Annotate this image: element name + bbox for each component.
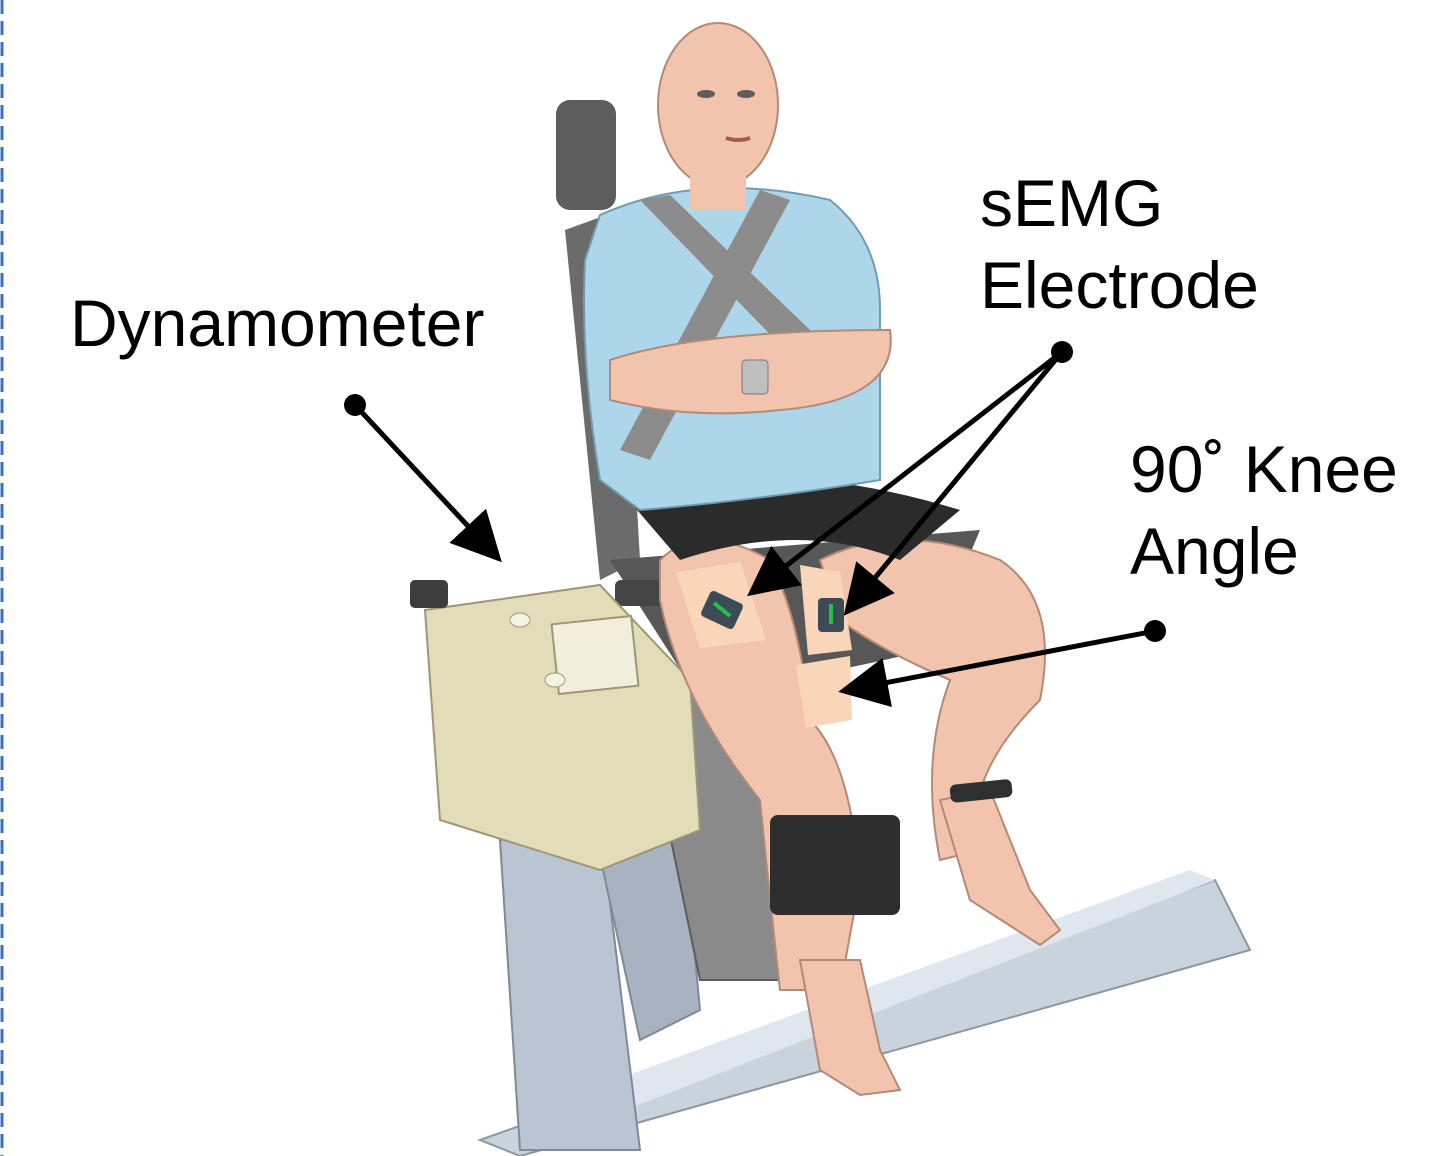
semg-label-line1: sEMG xyxy=(980,162,1259,244)
semg-electrode-label: sEMG Electrode xyxy=(980,162,1259,326)
head xyxy=(658,23,778,210)
semg-label-line2: Electrode xyxy=(980,244,1259,326)
torso xyxy=(584,188,891,510)
dynamometer-label-text: Dynamometer xyxy=(70,282,484,364)
knee-label-line2: Angle xyxy=(1130,510,1398,592)
dynamometer-label: Dynamometer xyxy=(70,282,484,364)
knee-label-line1: 90˚ Knee xyxy=(1130,428,1398,510)
knee-angle-label: 90˚ Knee Angle xyxy=(1130,428,1398,592)
